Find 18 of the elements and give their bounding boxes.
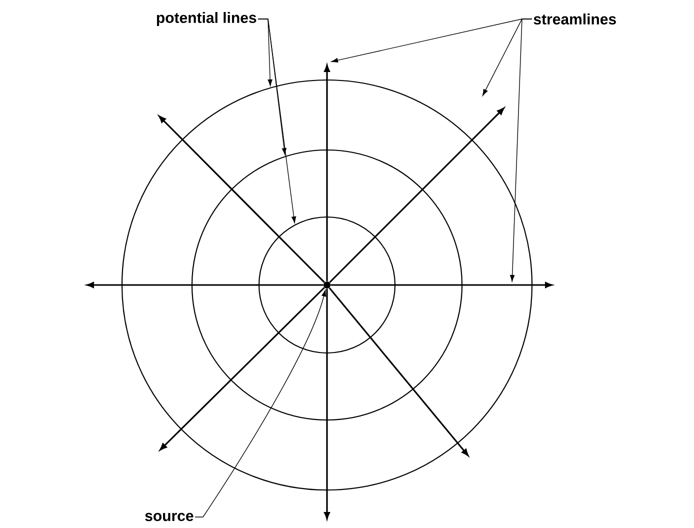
callout-label: source bbox=[145, 512, 194, 522]
potential-circle bbox=[121, 79, 533, 491]
streamline-arrow bbox=[328, 287, 469, 456]
streamline-arrow bbox=[158, 116, 325, 283]
leader-line bbox=[510, 18, 532, 282]
potential-circle bbox=[258, 216, 396, 354]
callout-label: streamlines bbox=[534, 14, 616, 24]
leader-line bbox=[258, 18, 296, 224]
potential-circle bbox=[191, 149, 463, 421]
streamline-arrow bbox=[324, 288, 330, 520]
streamline-arrow bbox=[86, 282, 324, 288]
source-dot bbox=[324, 282, 330, 288]
streamline-arrow bbox=[160, 287, 325, 450]
streamline-arrow bbox=[324, 64, 330, 282]
streamline-arrow bbox=[329, 108, 504, 283]
streamline-arrow bbox=[330, 282, 552, 288]
callout-label: potential lines bbox=[156, 12, 256, 26]
leader-line bbox=[194, 290, 326, 518]
